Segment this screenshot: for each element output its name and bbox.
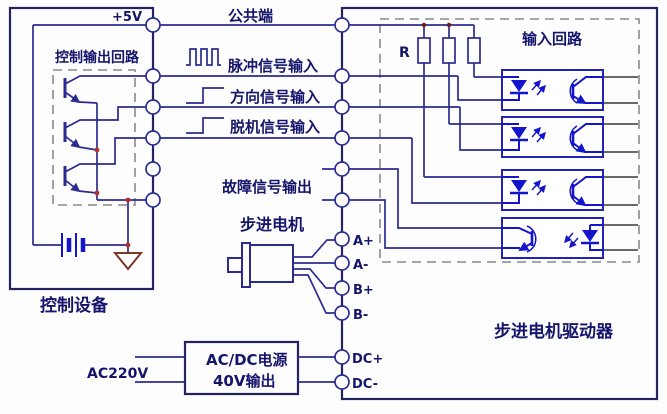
common-terminal-label: 公共端 bbox=[228, 7, 273, 25]
resistor-r1 bbox=[417, 37, 431, 64]
terminal-dc-plus-label: DC+ bbox=[352, 352, 383, 367]
junction-dot bbox=[421, 22, 427, 28]
terminal-b-minus-label: B- bbox=[353, 308, 368, 323]
driver-label: 步进电机驱动器 bbox=[494, 321, 614, 342]
junction-dot bbox=[94, 190, 100, 196]
terminal-b-plus-label: B+ bbox=[353, 283, 374, 298]
control-output-loop-label: 控制输出回路 bbox=[55, 49, 140, 66]
battery-symbol bbox=[61, 233, 86, 257]
psu-title-label: AC/DC电源 bbox=[206, 351, 288, 369]
stepper-motor-label: 步进电机 bbox=[240, 215, 304, 234]
terminal-dc-minus-label: DC- bbox=[352, 377, 378, 392]
junction-dot bbox=[125, 242, 131, 248]
optocoupler-1 bbox=[501, 69, 604, 111]
ground-symbol bbox=[112, 245, 144, 271]
resistor-r2 bbox=[442, 37, 456, 64]
input-loop-dashed-box bbox=[379, 18, 640, 263]
resistor-label: R bbox=[399, 45, 410, 61]
wires bbox=[32, 24, 638, 383]
control-terminals bbox=[145, 17, 161, 208]
ac220v-label: AC220V bbox=[87, 366, 148, 382]
acdc-psu-box bbox=[183, 340, 300, 396]
offline-input-label: 脱机信号输入 bbox=[230, 118, 320, 136]
transistor-3 bbox=[63, 166, 98, 194]
control-device-label: 控制设备 bbox=[40, 295, 109, 316]
direction-input-label: 方向信号输入 bbox=[230, 88, 320, 106]
optocoupler-4-fault bbox=[501, 217, 604, 259]
transistor-2 bbox=[63, 122, 98, 151]
control-output-loop-dashed-box bbox=[52, 69, 136, 206]
optocoupler-2 bbox=[501, 116, 604, 158]
stepper-motor-symbol bbox=[227, 242, 294, 288]
resistor-r3 bbox=[467, 37, 481, 64]
junction-dot bbox=[125, 197, 131, 203]
driver-terminals bbox=[334, 17, 350, 390]
offline-step-icon bbox=[186, 117, 224, 134]
terminal-a-minus-label: A- bbox=[353, 258, 368, 273]
pulse-waveform-icon bbox=[186, 48, 221, 66]
optocoupler-3 bbox=[501, 169, 604, 211]
terminal-a-plus-label: A+ bbox=[353, 234, 374, 249]
control-device-box bbox=[8, 6, 155, 291]
fault-output-label: 故障信号输出 bbox=[222, 178, 312, 196]
plus5v-label: +5V bbox=[112, 10, 142, 25]
transistor-1 bbox=[63, 78, 98, 104]
input-loop-label: 输入回路 bbox=[522, 30, 583, 48]
pulse-input-label: 脉冲信号输入 bbox=[227, 57, 318, 75]
direction-step-icon bbox=[186, 87, 224, 104]
junction-dot bbox=[94, 147, 100, 153]
junction-dot bbox=[446, 22, 452, 28]
psu-output-label: 40V输出 bbox=[213, 372, 275, 390]
